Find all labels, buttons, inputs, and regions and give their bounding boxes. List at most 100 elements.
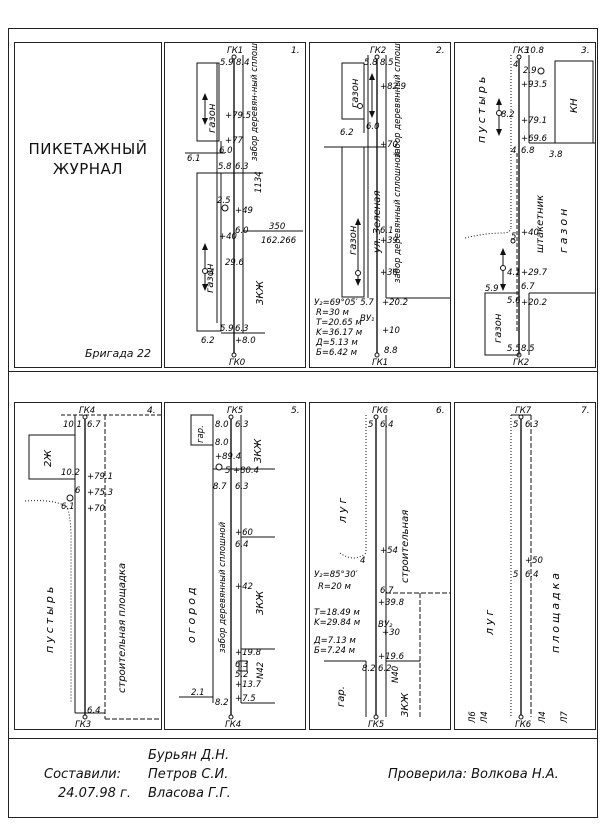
pk-top: ГК3 — [513, 46, 529, 56]
plus-label: +49 — [235, 206, 253, 216]
panel-number: 3. — [581, 46, 590, 56]
panel-5: 5. ГК5 ГК4 8.0 6.3 8.0 +89.4 5 +80.4 8.7… — [164, 402, 306, 730]
fence-text: забор деревянный сплошной — [393, 151, 403, 283]
plus-label: +8.0 — [235, 336, 256, 346]
elev-label: 5 — [368, 420, 373, 430]
site-text: площадка — [549, 570, 562, 653]
plus-label: +70 — [87, 504, 105, 514]
panel-7-svg: 7. ГК7 ГК6 5 6.3 +50 5 6.4 Л6 Л4 Л4 Л7 л… — [468, 406, 590, 729]
plus-label: +54 — [380, 546, 398, 556]
elev-label: 10.1 — [63, 420, 82, 430]
journal-frame — [8, 28, 598, 818]
elev-label: 5.9 — [485, 284, 499, 294]
elev-label: 6.3 — [235, 482, 249, 492]
elev-label: 6.7 — [87, 420, 101, 430]
elev-label: 2.9 — [523, 66, 537, 76]
elev-label: 5.9 — [220, 58, 234, 68]
pk-bottom: ГК4 — [225, 720, 241, 729]
plus-label: +30 — [382, 628, 400, 638]
fence-text: забор деревян-ный сплошной — [250, 43, 260, 161]
elev-label: 8.5 — [380, 58, 394, 68]
curve-radius: R=30 м — [316, 308, 350, 318]
radius-label: 350 — [269, 222, 285, 232]
curve-b: Б=7.24 м — [314, 646, 356, 656]
elev-label: 29.6 — [225, 258, 245, 268]
plus-label: +69.6 — [521, 134, 548, 144]
waste-text: пустырь — [475, 74, 488, 143]
fence-text: забор деревянный сплошной — [393, 43, 403, 158]
plus-label: +40 — [219, 232, 237, 242]
plus-label: +60 — [235, 528, 253, 538]
curve-angle: У₂=85°30′ — [314, 570, 358, 580]
pk-top: ГК5 — [227, 406, 243, 416]
curve-radius: R=20 м — [318, 582, 352, 592]
elev-label: 8.0 — [215, 420, 229, 430]
panel-1-svg: 1. ГК1 ГК0 5.9 8.4 6.0 6.1 5.8 6.3 +79.5… — [185, 43, 303, 367]
elev-label: 6.2 — [340, 128, 354, 138]
curve-length: K=36.17 м — [316, 328, 363, 338]
elev-label: 10.2 — [61, 468, 80, 478]
pk-top: ГК6 — [372, 406, 389, 416]
brigade-label: Бригада 22 — [85, 347, 152, 360]
garage-text: гар. — [196, 425, 206, 443]
curve-code: 1134 — [254, 171, 264, 193]
pk-bottom: ГК1 — [372, 358, 388, 367]
panel-number: 5. — [291, 406, 300, 416]
row-separator — [8, 371, 598, 372]
elev-label: 5 — [513, 420, 518, 430]
plus-label: +93.5 — [521, 80, 547, 90]
elev-label: 5 — [513, 570, 518, 580]
garage-text: гар. — [336, 686, 347, 707]
lawn-text: газон — [205, 263, 216, 293]
lawn-text: газон — [557, 206, 570, 253]
building-text: 3КЖ — [255, 280, 266, 305]
curve-length: K=29.84 м — [314, 618, 361, 628]
building-text: 3КЖ — [255, 590, 266, 615]
lawn-text: газон — [350, 78, 361, 108]
elev-label: 2.1 — [191, 688, 205, 698]
plus-label: +70 — [380, 140, 398, 150]
pk-bottom: ГК3 — [75, 720, 91, 729]
curve-angle: У₂=69°05′ 5.7 — [314, 298, 374, 308]
plus-label: +82.9 — [380, 82, 406, 92]
elev-label: 10.8 — [525, 46, 545, 56]
panel-number: 1. — [291, 46, 300, 56]
elev-label: 4 — [513, 60, 518, 70]
elev-label: 6.3 — [235, 324, 249, 334]
author-1: Бурьян Д.Н. — [148, 748, 230, 763]
plus-label: +20.2 — [382, 298, 408, 308]
elev-label: 5.6 — [507, 296, 521, 306]
site-text: строительная — [400, 510, 411, 583]
cover-title-line2: ЖУРНАЛ — [52, 160, 124, 178]
panel-number: 2. — [436, 46, 445, 56]
author-2: Петров С.И. — [148, 767, 229, 782]
plus-label: +39.8 — [378, 598, 405, 608]
plus-label: +42 — [235, 582, 253, 592]
fence-text: забор деревянный сплошной — [218, 521, 228, 653]
elev-label: 4 — [360, 556, 365, 566]
plus-label: +79.1 — [521, 116, 547, 126]
panel-5-svg: 5. ГК5 ГК4 8.0 6.3 8.0 +89.4 5 +80.4 8.7… — [179, 406, 300, 729]
pk-top: ГК7 — [515, 406, 532, 416]
elev-label: 6.1 — [61, 502, 75, 512]
elev-label: 5.2 — [235, 670, 249, 680]
panel-number: 4. — [147, 406, 156, 416]
elev-label: 4 — [209, 268, 214, 278]
plus-label: +13.7 — [235, 680, 262, 690]
panel-2: 2. ГК2 ГК1 5.8 8.5 +82.9 6.0 6.2 +70 6.1… — [309, 42, 451, 368]
elev-label: 6.1 — [187, 154, 201, 164]
meadow-text: луг — [336, 495, 349, 524]
pk-top: ГК2 — [370, 46, 386, 56]
line-label: Л4 — [480, 711, 490, 724]
vertex-label: ВУ₁ — [360, 314, 374, 324]
cover-panel: ПИКЕТАЖНЫЙ ЖУРНАЛ Бригада 22 — [14, 42, 162, 368]
lawn-text: газон — [348, 225, 359, 255]
elev-label: 4 — [511, 146, 516, 156]
elev-label: 8.2 — [215, 698, 229, 708]
compiled-label: Составили: — [44, 767, 121, 782]
elev-label: 6.4 — [380, 420, 394, 430]
elev-label: 6.7 — [521, 282, 535, 292]
elev-label: 6.3 — [235, 162, 249, 172]
plus-label: +79.1 — [87, 472, 113, 482]
plus-label: +30 — [380, 268, 398, 278]
